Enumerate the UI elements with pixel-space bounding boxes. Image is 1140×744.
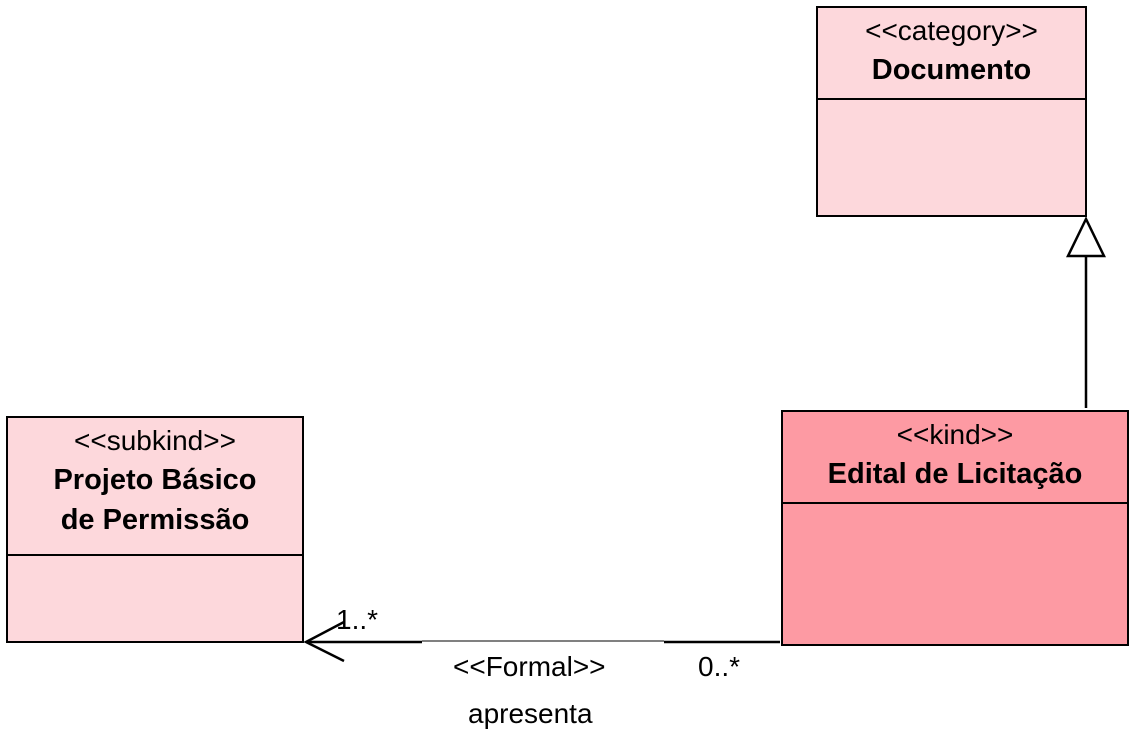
class-documento-stereotype: <<category>> bbox=[865, 15, 1038, 46]
class-edital-licitacao-attributes bbox=[783, 504, 1127, 644]
class-projeto-basico-attributes bbox=[8, 556, 302, 641]
association-source-multiplicity: 1..* bbox=[336, 604, 379, 635]
class-documento-name: Documento bbox=[871, 54, 1032, 86]
class-edital-licitacao-name: Edital de Licitação bbox=[827, 458, 1083, 490]
association-open-arrowhead bbox=[303, 620, 345, 663]
class-projeto-basico-stereotype: <<subkind>> bbox=[74, 425, 236, 456]
class-edital-licitacao-stereotype: <<kind>> bbox=[896, 419, 1014, 450]
association-name: apresenta bbox=[468, 698, 593, 729]
class-projeto-basico-header: <<subkind>> Projeto Básico de Permissão bbox=[8, 418, 302, 556]
class-edital-licitacao-header: <<kind>> Edital de Licitação bbox=[783, 412, 1127, 504]
class-projeto-basico-name-line1: Projeto Básico bbox=[53, 464, 257, 496]
class-documento[interactable]: <<category>> Documento bbox=[816, 6, 1087, 217]
class-edital-licitacao[interactable]: <<kind>> Edital de Licitação bbox=[781, 410, 1129, 646]
association-target-multiplicity: 0..* bbox=[698, 651, 741, 682]
class-projeto-basico-name-line2: de Permissão bbox=[60, 504, 250, 536]
class-documento-attributes bbox=[818, 100, 1085, 215]
class-projeto-basico[interactable]: <<subkind>> Projeto Básico de Permissão bbox=[6, 416, 304, 643]
association-stereotype: <<Formal>> bbox=[453, 651, 606, 682]
class-documento-header: <<category>> Documento bbox=[818, 8, 1085, 100]
generalization-arrowhead bbox=[1066, 216, 1106, 258]
